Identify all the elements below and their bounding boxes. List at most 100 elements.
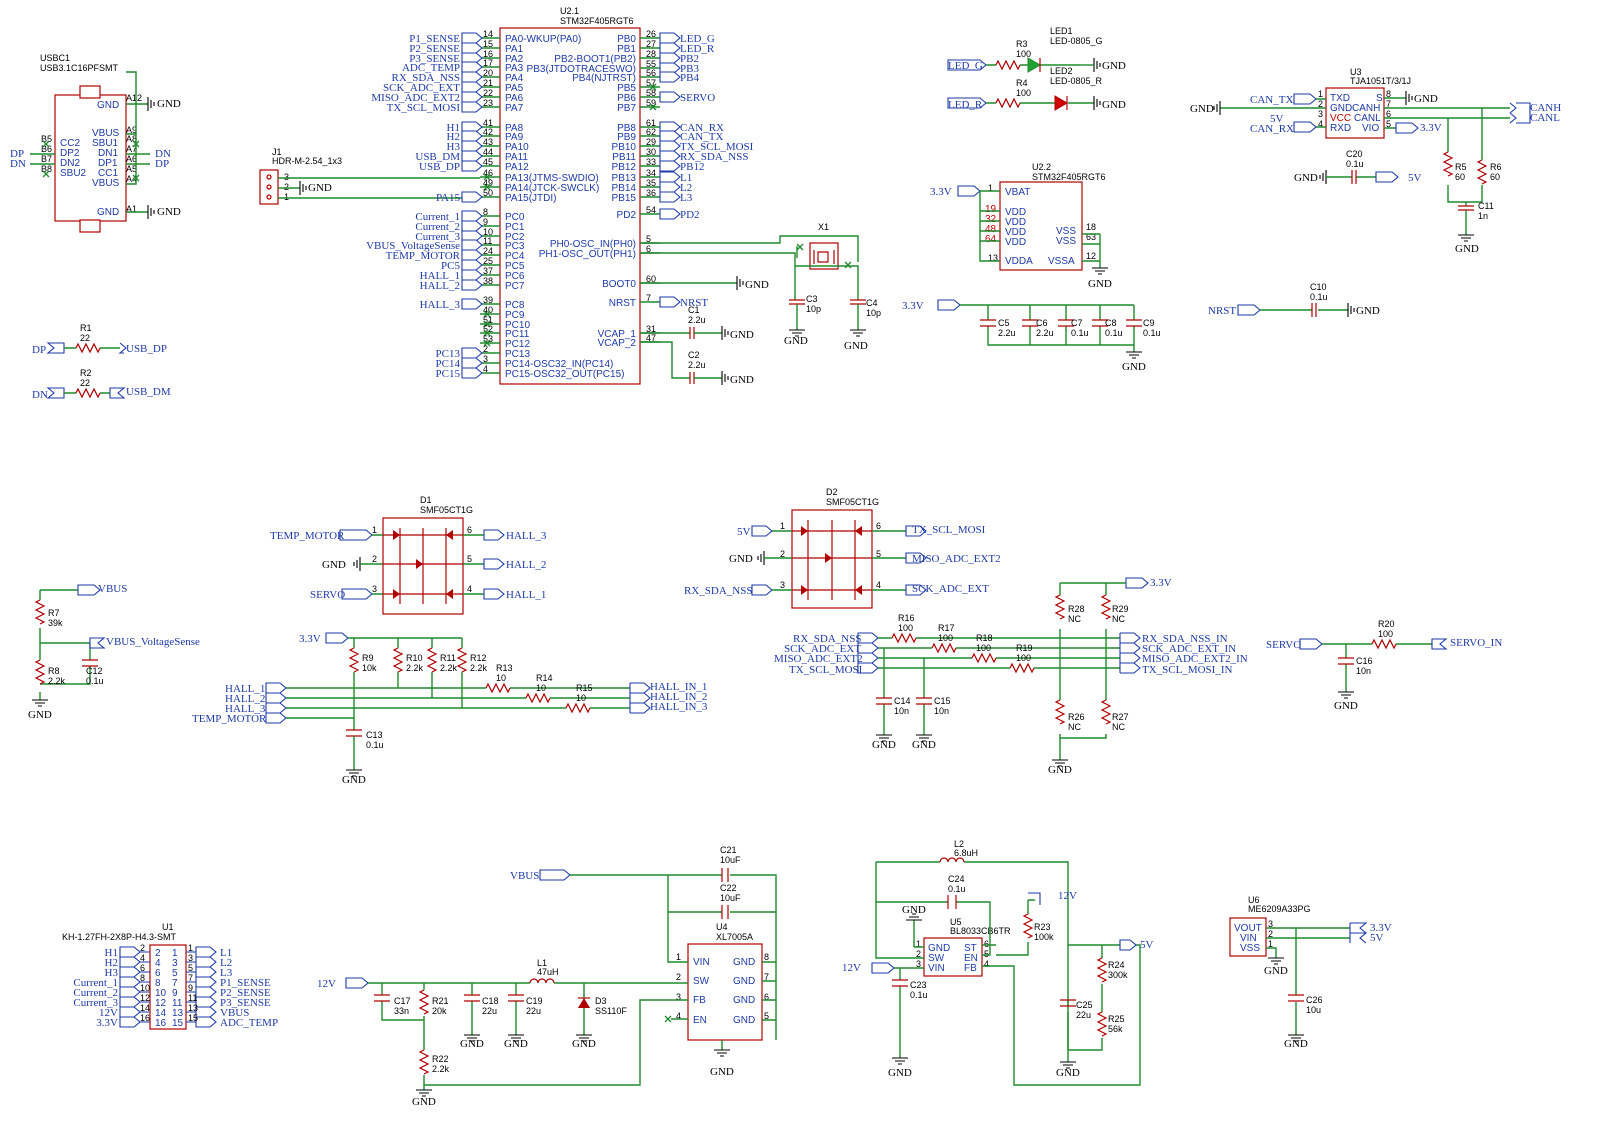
- svg-text:8: 8: [764, 952, 769, 962]
- svg-text:10: 10: [496, 673, 506, 683]
- mcu-left-pin-name: PC11: [505, 329, 530, 340]
- svg-text:22u: 22u: [482, 1006, 497, 1016]
- svg-text:5V: 5V: [1270, 113, 1284, 125]
- u1-left-port: [119, 1006, 150, 1018]
- svg-text:C4: C4: [866, 298, 878, 308]
- svg-text:GND: GND: [710, 1066, 734, 1078]
- crystal-x1: X1 C3 10p C4 10p GND GND: [640, 222, 881, 352]
- mcu-left-net-port: [461, 160, 483, 172]
- mcu-right-net-port: [659, 71, 681, 83]
- svg-text:GND: GND: [729, 553, 753, 565]
- svg-text:R28: R28: [1068, 604, 1085, 614]
- mcu-left-pin-name: PA13(JTMS-SWDIO): [505, 173, 599, 184]
- svg-text:DP: DP: [32, 344, 46, 356]
- svg-text:2.2u: 2.2u: [998, 328, 1016, 338]
- svg-text:VIO: VIO: [1362, 123, 1379, 134]
- svg-text:5: 5: [467, 554, 472, 564]
- svg-text:VBUS: VBUS: [510, 870, 539, 882]
- u1-right-net: L1: [220, 947, 232, 959]
- svg-text:R23: R23: [1034, 922, 1051, 932]
- mcu-right-net-label: L1: [680, 172, 692, 184]
- mcu-right-pin-name: PB13: [612, 173, 637, 184]
- mcu-left-net-label: MISO_ADC_EXT2: [371, 92, 460, 104]
- svg-text:GND: GND: [733, 957, 755, 968]
- svg-text:100k: 100k: [1034, 932, 1054, 942]
- svg-text:GND: GND: [902, 904, 926, 916]
- svg-text:VDDA: VDDA: [1005, 256, 1033, 267]
- svg-text:GND: GND: [342, 774, 366, 786]
- svg-text:R14: R14: [536, 673, 553, 683]
- svg-text:TX_SCL_MOSI: TX_SCL_MOSI: [789, 664, 863, 676]
- mcu-left-net-port: [461, 101, 483, 113]
- svg-text:10k: 10k: [362, 663, 377, 673]
- svg-text:J1: J1: [272, 147, 282, 157]
- svg-text:C15: C15: [934, 696, 951, 706]
- mcu-left-pin-num: 50: [483, 188, 493, 198]
- mcu-right-net-label: L3: [680, 192, 693, 204]
- svg-text:5: 5: [876, 549, 881, 559]
- svg-text:60: 60: [1455, 172, 1465, 182]
- svg-text:7: 7: [1386, 99, 1391, 109]
- u1-left-num-outer: 4: [140, 953, 145, 963]
- mcu-right-net-label: PB3: [680, 63, 699, 75]
- mcu-left-net-port: [461, 298, 483, 310]
- mcu-right-pin-name: PB9: [617, 132, 636, 143]
- mcu-right-pin-num: 7: [646, 293, 651, 303]
- mcu-right-nc-mark: [649, 83, 657, 91]
- svg-text:GND: GND: [572, 1038, 596, 1050]
- svg-text:SBU2: SBU2: [60, 168, 87, 179]
- svg-text:GND: GND: [97, 100, 119, 111]
- svg-text:R1: R1: [80, 323, 92, 333]
- svg-text:SW: SW: [928, 953, 945, 964]
- mcu-left-pin-num: 3: [483, 354, 488, 364]
- mcu-left-pin-num: 14: [483, 29, 493, 39]
- u1-right-net: ADC_TEMP: [220, 1017, 278, 1029]
- header-j1: J1 HDR-M-2.54_1x3 3 2 1 GND: [259, 147, 480, 205]
- hall-filter: 3.3V R9 10k R10 2.2k R11 2.2k R12 2.2k H…: [192, 632, 708, 786]
- svg-text:1: 1: [988, 183, 993, 193]
- mcu-left-nc-mark: [483, 310, 491, 318]
- svg-text:22: 22: [80, 333, 90, 343]
- u1-right-num-outer: 3: [188, 953, 193, 963]
- svg-text:SMF05CT1G: SMF05CT1G: [420, 505, 473, 515]
- svg-text:NC: NC: [1112, 722, 1125, 732]
- u1-left-num-outer: 14: [140, 1003, 150, 1013]
- mcu-left-pin-name: PC0: [505, 212, 525, 223]
- u1-left-pin-num: 8: [155, 978, 161, 989]
- svg-text:R19: R19: [1016, 643, 1033, 653]
- svg-text:10p: 10p: [866, 308, 881, 318]
- svg-text:C22: C22: [720, 883, 737, 893]
- svg-text:0.1u: 0.1u: [366, 740, 384, 750]
- svg-text:0.1u: 0.1u: [1105, 328, 1123, 338]
- svg-text:GND: GND: [733, 995, 755, 1006]
- mcu-right-pin-num: 61: [646, 118, 656, 128]
- mcu-left-pin-num: 53: [483, 334, 493, 344]
- svg-text:NC: NC: [1068, 614, 1081, 624]
- svg-text:2: 2: [916, 949, 921, 959]
- mcu-right-net-label: PB12: [680, 161, 704, 173]
- svg-text:GND: GND: [157, 98, 181, 110]
- svg-text:GND: GND: [504, 1038, 528, 1050]
- svg-text:VIN: VIN: [928, 963, 945, 974]
- mcu-right-pin-name: PB2-BOOT1(PB2): [554, 54, 636, 65]
- mcu-left-pin-num: 20: [483, 68, 493, 78]
- svg-text:C7: C7: [1071, 318, 1083, 328]
- mcu-right-pin-name: PH0-OSC_IN(PH0): [550, 239, 636, 250]
- mcu-right-pin-name: PB3(JTDOTRACESWO): [527, 64, 636, 75]
- svg-text:HALL_2: HALL_2: [506, 559, 546, 571]
- u1-right-num-outer: 5: [188, 963, 193, 973]
- svg-text:CC2: CC2: [60, 138, 80, 149]
- mcu-right-net-port: [659, 296, 681, 308]
- svg-text:GND: GND: [745, 279, 769, 291]
- svg-text:B6: B6: [41, 144, 52, 154]
- svg-text:HALL_1: HALL_1: [225, 683, 265, 695]
- svg-text:SMF05CT1G: SMF05CT1G: [826, 497, 879, 507]
- svg-text:12V: 12V: [842, 962, 861, 974]
- svg-text:USB_DM: USB_DM: [126, 386, 171, 398]
- svg-text:5: 5: [984, 949, 989, 959]
- mcu-left-pin-num: 15: [483, 39, 493, 49]
- svg-text:GND: GND: [912, 739, 936, 751]
- svg-text:2.2k: 2.2k: [440, 663, 458, 673]
- svg-text:2.2k: 2.2k: [432, 1064, 450, 1074]
- svg-text:3: 3: [284, 172, 289, 182]
